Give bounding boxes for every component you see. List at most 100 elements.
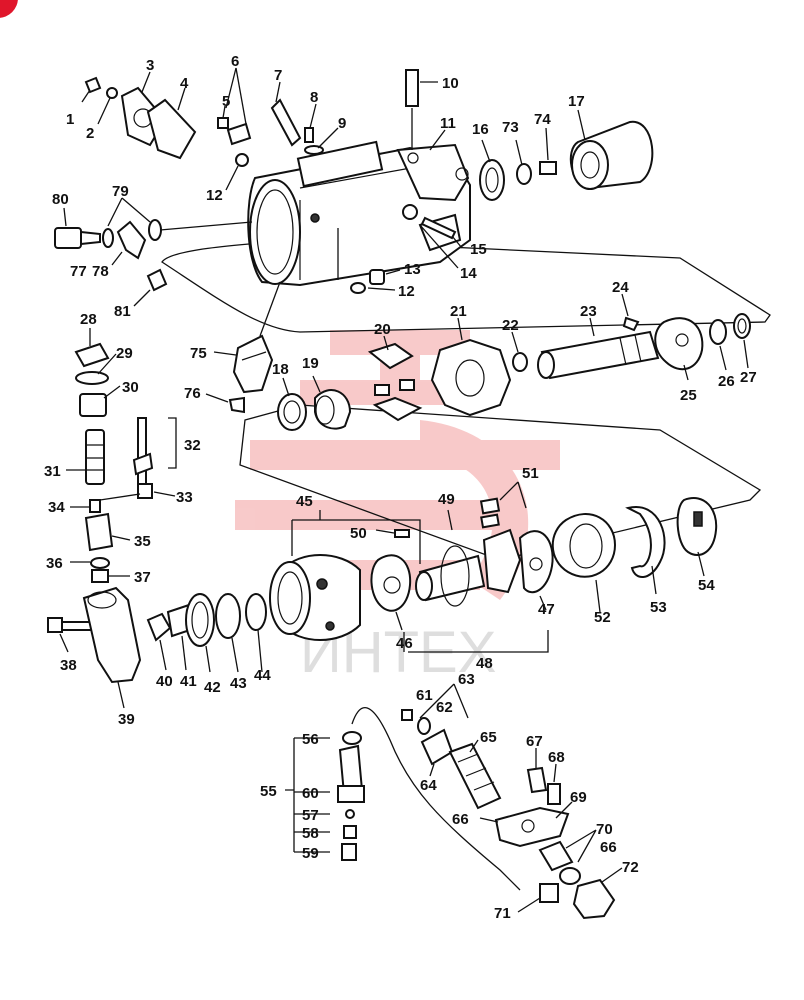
- label-65: 65: [480, 729, 497, 746]
- part-31-spring: [66, 429, 105, 485]
- part-72-cap: [572, 867, 623, 920]
- label-31: 31: [44, 463, 61, 480]
- part-59-plug: [341, 843, 357, 861]
- part-67-fitting: [526, 748, 548, 794]
- label-43: 43: [230, 675, 247, 692]
- line-55-route: [351, 707, 521, 891]
- part-70-seals: [538, 829, 597, 872]
- label-33: 33: [176, 489, 193, 506]
- part-19-hub: [312, 375, 352, 430]
- label-13: 13: [404, 261, 421, 278]
- part-38-bolt: [47, 617, 93, 653]
- label-38: 38: [60, 657, 77, 674]
- label-18: 18: [272, 361, 289, 378]
- part-24-key: [621, 293, 640, 332]
- part-74-screw: [539, 127, 557, 175]
- label-7: 7: [274, 67, 282, 84]
- part-27-ring: [733, 313, 751, 369]
- label-35: 35: [134, 533, 151, 550]
- label-25: 25: [680, 387, 697, 404]
- label-56: 56: [302, 731, 319, 748]
- label-47: 47: [538, 601, 555, 618]
- label-34: 34: [48, 499, 65, 516]
- label-59: 59: [302, 845, 319, 862]
- label-50: 50: [350, 525, 367, 542]
- label-2: 2: [86, 125, 94, 142]
- part-62-washer: [417, 683, 469, 735]
- label-21: 21: [450, 303, 467, 320]
- label-72: 72: [622, 859, 639, 876]
- label-15: 15: [470, 241, 487, 258]
- part-52-sleeve: [551, 513, 617, 613]
- label-73: 73: [502, 119, 519, 136]
- part-49-shaft: [415, 509, 486, 607]
- label-55: 55: [260, 783, 277, 800]
- label-80: 80: [52, 191, 69, 208]
- label-79: 79: [112, 183, 129, 200]
- label-5: 5: [222, 93, 230, 110]
- pump-housing: [247, 140, 471, 287]
- label-75: 75: [190, 345, 207, 362]
- part-18-ring: [277, 377, 307, 431]
- label-81: 81: [114, 303, 131, 320]
- callout-labels: 1 2 3 4 5 6 7 8 9 10 11 12 12 13 14 15 1…: [44, 53, 757, 922]
- label-74: 74: [534, 111, 551, 128]
- label-37: 37: [134, 569, 151, 586]
- part-16-seal: [479, 139, 505, 201]
- part-57-ball: [345, 809, 355, 819]
- label-11: 11: [440, 115, 456, 132]
- part-47-weights: [408, 528, 554, 653]
- part-33-nut: [137, 483, 176, 499]
- label-29: 29: [116, 345, 133, 362]
- part-10-fitting: [405, 69, 438, 150]
- part-2-washer: [97, 87, 118, 125]
- label-24: 24: [612, 279, 629, 296]
- label-52: 52: [594, 609, 611, 626]
- part-43-seal: [215, 593, 241, 673]
- part-73-washer: [515, 139, 532, 185]
- part-79-washers: [107, 197, 253, 241]
- label-53: 53: [650, 599, 667, 616]
- part-58-spring: [343, 825, 357, 839]
- label-12-upper: 12: [206, 187, 223, 204]
- part-11-bracket: [429, 129, 446, 151]
- label-23: 23: [580, 303, 597, 320]
- group-outline-middle: [239, 404, 762, 561]
- part-12-washer-lower: [337, 228, 396, 294]
- label-8: 8: [310, 89, 318, 106]
- label-60: 60: [302, 785, 319, 802]
- part-61-screw: [401, 709, 413, 721]
- part-42-ring: [185, 593, 215, 673]
- part-23-shaft: [537, 317, 660, 380]
- label-44: 44: [254, 667, 271, 684]
- label-27: 27: [740, 369, 757, 386]
- label-46: 46: [396, 635, 413, 652]
- label-26: 26: [718, 373, 735, 390]
- part-37-seat: [91, 569, 130, 583]
- label-63: 63: [458, 671, 475, 688]
- part-50-pin: [375, 529, 410, 538]
- part-8-stud: [304, 103, 317, 143]
- part-14-washer: [402, 204, 459, 269]
- label-64: 64: [420, 777, 437, 794]
- corner-badge: [0, 0, 18, 18]
- part-28-plug: [74, 328, 110, 368]
- part-17-coupling: [569, 109, 654, 190]
- label-32: 32: [184, 437, 201, 454]
- label-67: 67: [526, 733, 543, 750]
- part-60-valve: [337, 744, 365, 803]
- label-39: 39: [118, 711, 135, 728]
- part-65-spring: [448, 739, 502, 810]
- part-4-gasket: [146, 87, 197, 160]
- part-6-fitting: [225, 67, 252, 146]
- part-36-washer: [70, 557, 110, 569]
- label-20: 20: [374, 321, 391, 338]
- part-53-snapring: [625, 505, 666, 595]
- label-58: 58: [302, 825, 319, 842]
- part-54-plate: [676, 497, 718, 577]
- label-42: 42: [204, 679, 221, 696]
- part-55-bracket: [285, 737, 330, 853]
- label-62: 62: [436, 699, 453, 716]
- label-78: 78: [92, 263, 109, 280]
- part-76-clip: [205, 393, 245, 414]
